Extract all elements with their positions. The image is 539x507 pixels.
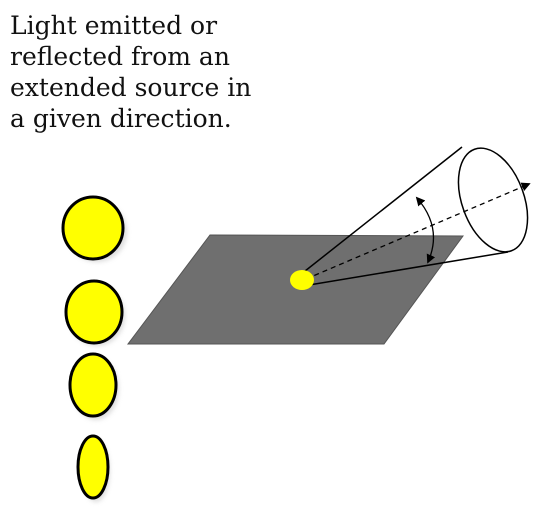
foreshortened-disks	[61, 195, 127, 502]
angle-arc-double-arrow-icon	[415, 196, 436, 264]
yellow-disk-icon	[68, 352, 119, 420]
emitting-spot-icon	[290, 270, 314, 290]
yellow-disk-icon	[76, 434, 110, 502]
yellow-disk-icon	[61, 195, 127, 262]
yellow-disk-icon	[64, 279, 125, 346]
gray-surface-plane-icon	[126, 234, 464, 345]
caption-text: Light emitted or reflected from an exten…	[10, 11, 252, 133]
